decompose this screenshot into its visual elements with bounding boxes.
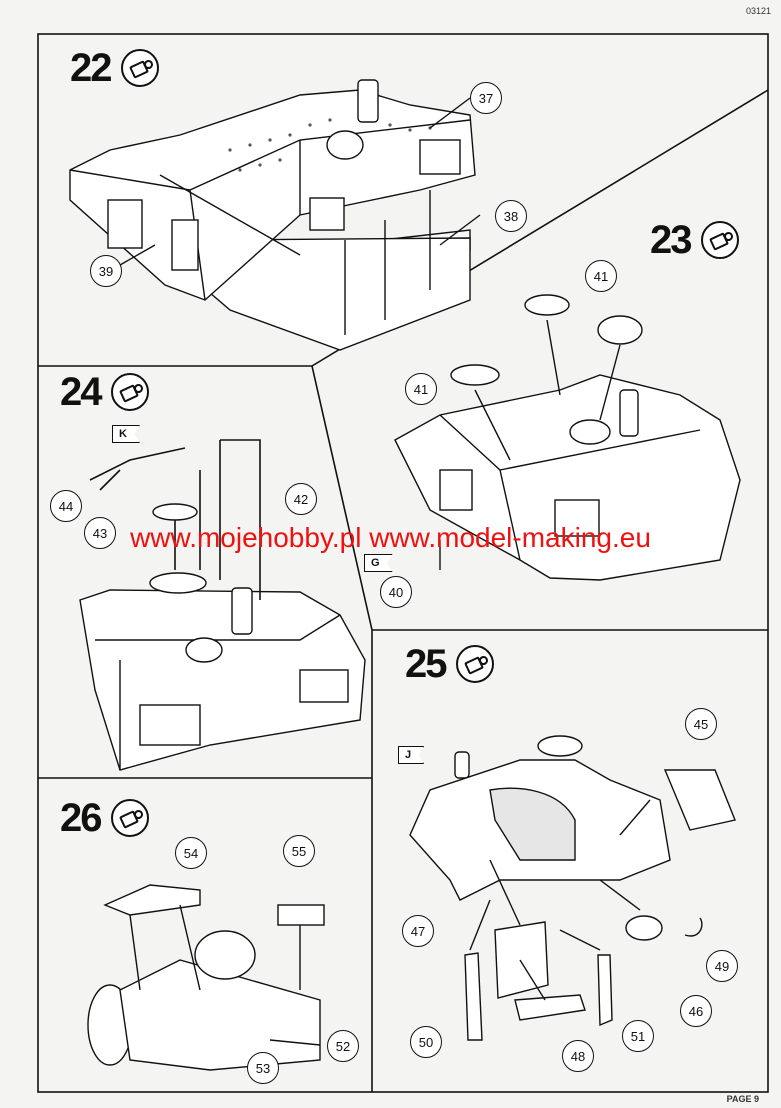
glue-icon (455, 645, 494, 683)
part-callout-42: 42 (285, 483, 317, 515)
part-callout-45: 45 (685, 708, 717, 740)
part-callout-43: 43 (84, 517, 116, 549)
step25-turret-drawing (409, 735, 736, 1041)
step-number: 25 (405, 642, 447, 686)
glue-icon (110, 799, 149, 837)
page-number: PAGE 9 (726, 1094, 759, 1104)
step26-arrows (129, 904, 321, 1046)
glue-icon (700, 221, 739, 259)
part-callout-40: 40 (380, 576, 412, 608)
part-callout-55: 55 (283, 835, 315, 867)
step-number: 24 (60, 370, 102, 414)
flag-g: G (364, 554, 393, 572)
part-callout-41: 41 (405, 373, 437, 405)
part-callout-51: 51 (622, 1020, 654, 1052)
glue-icon (120, 49, 159, 87)
step-24-title: 24 (60, 372, 149, 412)
part-callout-54: 54 (175, 837, 207, 869)
part-callout-52: 52 (327, 1030, 359, 1062)
part-callout-50: 50 (410, 1026, 442, 1058)
step-25-title: 25 (405, 644, 494, 684)
step-number: 26 (60, 796, 102, 840)
part-callout-38: 38 (495, 200, 527, 232)
glue-icon (110, 373, 149, 411)
part-callout-39: 39 (90, 255, 122, 287)
part-callout-46: 46 (680, 995, 712, 1027)
step22-arrows (119, 97, 481, 335)
document-code: 03121 (745, 6, 771, 16)
step-23-title: 23 (650, 220, 739, 260)
step-number: 23 (650, 218, 692, 262)
step24-parts (89, 439, 261, 600)
part-callout-49: 49 (706, 950, 738, 982)
part-callout-48: 48 (562, 1040, 594, 1072)
step25-arrows (469, 799, 703, 1001)
part-callout-41: 41 (585, 260, 617, 292)
step24-hull-drawing (79, 503, 366, 771)
part-callout-37: 37 (470, 82, 502, 114)
step26-assembly-drawing (87, 884, 325, 1071)
part-callout-47: 47 (402, 915, 434, 947)
step-22-title: 22 (70, 48, 159, 88)
step23-hull-drawing (394, 294, 741, 581)
step23-arrows (439, 319, 621, 570)
part-callout-44: 44 (50, 490, 82, 522)
watermark-text: www.mojehobby.pl www.model-making.eu (130, 522, 651, 553)
part-callout-53: 53 (247, 1052, 279, 1084)
step-26-title: 26 (60, 798, 149, 838)
panel-frames (37, 33, 769, 1093)
step22-rivets (228, 118, 432, 172)
step-number: 22 (70, 46, 112, 90)
step22-hull-drawing (69, 79, 476, 351)
